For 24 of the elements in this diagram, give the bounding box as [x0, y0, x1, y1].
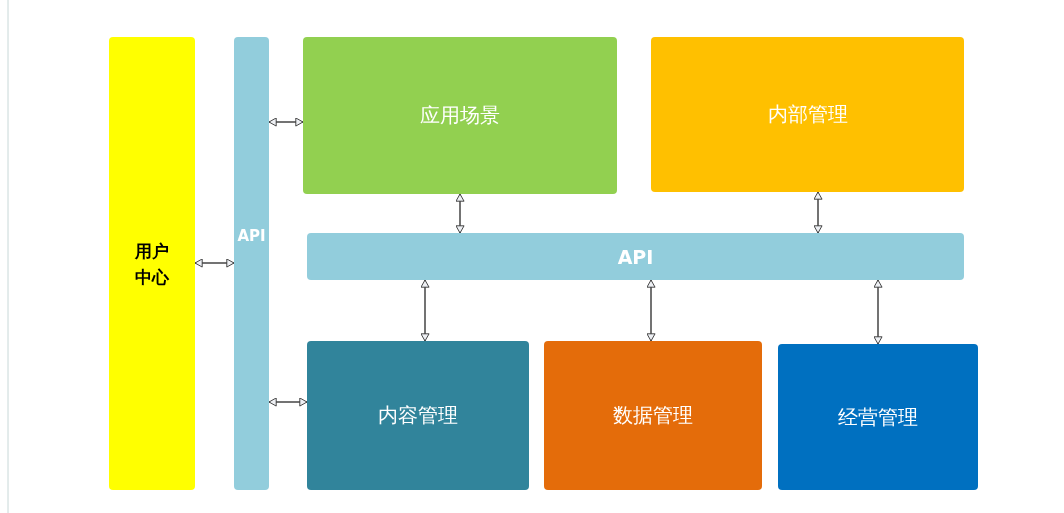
double-arrow — [813, 191, 823, 234]
box-label: 用户中心 — [134, 239, 170, 289]
box-label: 内容管理 — [378, 402, 458, 429]
box-label: API — [617, 245, 654, 268]
double-arrow — [268, 397, 308, 407]
module-box — [778, 344, 978, 490]
module-box — [544, 341, 762, 490]
box-label: 数据管理 — [613, 402, 693, 429]
double-arrow — [268, 117, 304, 127]
module-box — [307, 341, 529, 490]
api-bar — [234, 37, 269, 490]
box-label: 内部管理 — [767, 101, 848, 128]
side-panel — [109, 37, 195, 490]
box-label: 经营管理 — [838, 403, 918, 431]
double-arrow — [873, 279, 883, 345]
double-arrow — [194, 258, 235, 268]
double-arrow — [420, 279, 430, 342]
api-bar — [307, 233, 964, 280]
module-box — [303, 37, 617, 194]
box-label: API — [237, 227, 266, 245]
double-arrow — [455, 193, 465, 234]
module-box — [651, 37, 964, 192]
box-label: 应用场景 — [420, 102, 500, 129]
double-arrow — [646, 279, 656, 342]
